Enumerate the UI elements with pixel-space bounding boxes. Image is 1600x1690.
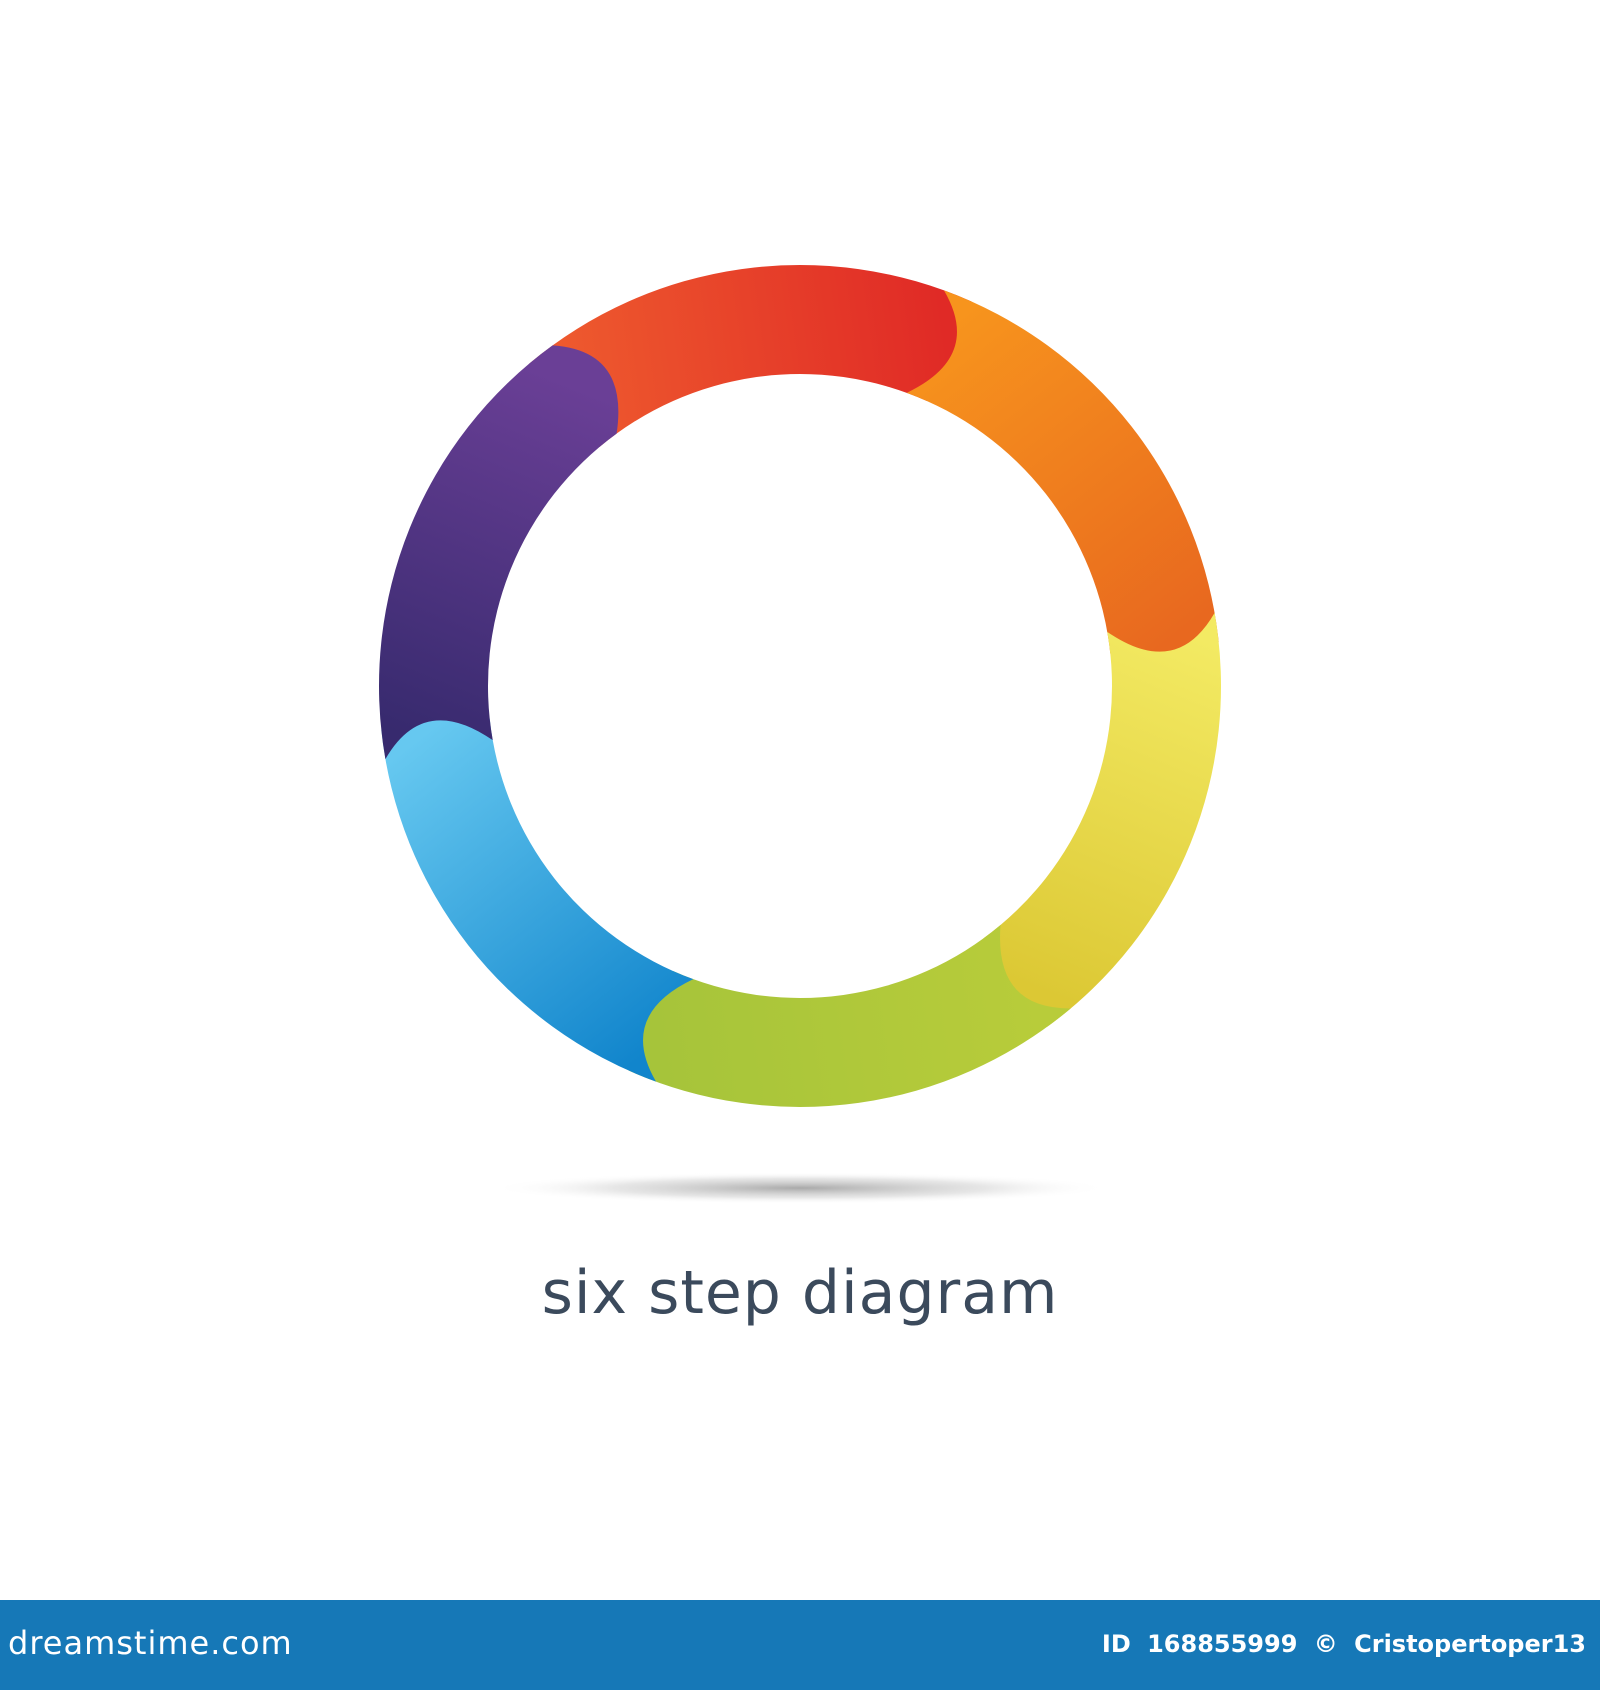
- ring-shadow: [490, 1172, 1110, 1204]
- copyright-icon: ©: [1313, 1630, 1338, 1658]
- ring-segment-step-5: [381, 695, 694, 1082]
- watermark-credit: ID 168855999 © Cristopertoper13: [1094, 1630, 1586, 1658]
- ring-segment-step-3: [981, 612, 1221, 1027]
- watermark-id-label: ID: [1101, 1630, 1131, 1658]
- ring-segment-step-6: [379, 345, 619, 760]
- ring-segment-step-1: [529, 264, 982, 447]
- ring-segments: [379, 264, 1221, 1107]
- watermark-id-value: 168855999: [1147, 1630, 1298, 1658]
- watermark-author: Cristopertoper13: [1354, 1630, 1586, 1658]
- diagram-title: six step diagram: [541, 1258, 1059, 1328]
- watermark-bar: dreamstime.com ID 168855999 © Cristopert…: [0, 1600, 1600, 1690]
- ring-segment-step-2: [906, 290, 1219, 677]
- watermark-brand: dreamstime.com: [8, 1624, 293, 1662]
- ring-segment-step-4: [618, 925, 1071, 1107]
